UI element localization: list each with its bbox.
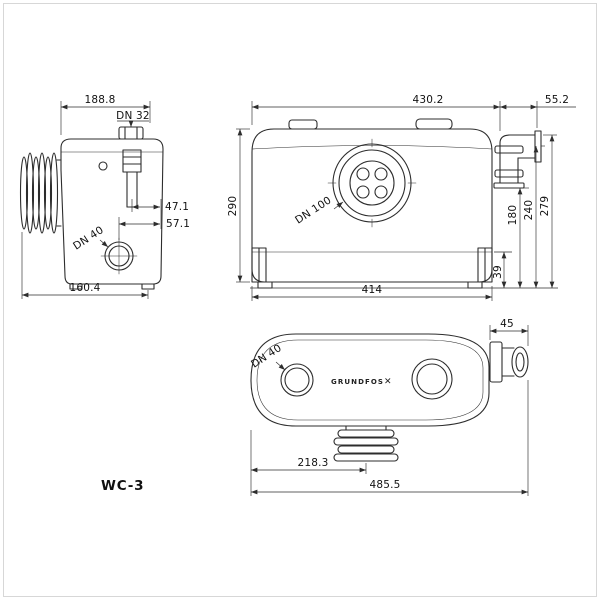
- label-side-dn32: DN 32: [116, 110, 150, 122]
- dim-front-outlet-offset: 55.2: [545, 94, 569, 106]
- brand-symbol-icon: ✕: [384, 377, 392, 387]
- dim-front-width-bottom: 414: [362, 284, 383, 296]
- side-view: 188.8 DN 32 47.1 57.1 DN 40 160.4: [19, 94, 190, 299]
- brand-text: GRUNDFOS: [331, 378, 384, 386]
- dim-side-width-top: 188.8: [84, 94, 115, 106]
- dim-front-base: 39: [492, 265, 504, 279]
- dim-side-width-bottom: 160.4: [69, 282, 100, 294]
- top-dimensions: 45 DN 40 218.3 485.5: [249, 318, 529, 496]
- front-discharge-elbow: [493, 130, 542, 189]
- label-side-dn40: DN 40: [71, 224, 106, 252]
- top-body: [250, 333, 490, 427]
- brand-mark-group: GRUNDFOS ✕: [331, 377, 392, 387]
- dim-front-outlet-top: 279: [539, 196, 551, 217]
- front-body: [251, 118, 493, 289]
- label-front-dn100: DN 100: [293, 194, 334, 226]
- top-bellows-inlet: [333, 425, 399, 462]
- dim-side-inlet-offset: 57.1: [166, 218, 190, 230]
- dim-front-outlet-bottom: 180: [507, 205, 519, 226]
- dim-side-pipe-offset: 47.1: [165, 201, 189, 213]
- front-view: 430.2 55.2 290 DN 100 39 180: [227, 94, 576, 301]
- model-label: WC-3: [101, 478, 144, 494]
- side-dimensions: 188.8 DN 32 47.1 57.1 DN 40 160.4: [21, 94, 190, 299]
- top-discharge-connector: [489, 341, 529, 383]
- label-top-dn40: DN 40: [249, 342, 284, 370]
- side-dn40-port: [100, 237, 138, 275]
- dim-top-total-length: 485.5: [369, 479, 400, 491]
- front-dn100-flange: [327, 138, 417, 228]
- dim-front-outlet-mid: 240: [523, 200, 535, 221]
- dim-front-height: 290: [227, 196, 239, 217]
- top-dn40-port: [280, 363, 314, 397]
- top-vent-port: [411, 358, 453, 400]
- dim-top-outlet-width: 45: [500, 318, 514, 330]
- dim-front-width-top: 430.2: [412, 94, 443, 106]
- side-body: [60, 126, 164, 290]
- top-view: GRUNDFOS ✕ 45 DN 40 218.3 485.5: [249, 318, 529, 496]
- dim-top-inlet-center: 218.3: [297, 457, 328, 469]
- page-border: [3, 3, 597, 597]
- side-bellows-inlet: [19, 152, 62, 234]
